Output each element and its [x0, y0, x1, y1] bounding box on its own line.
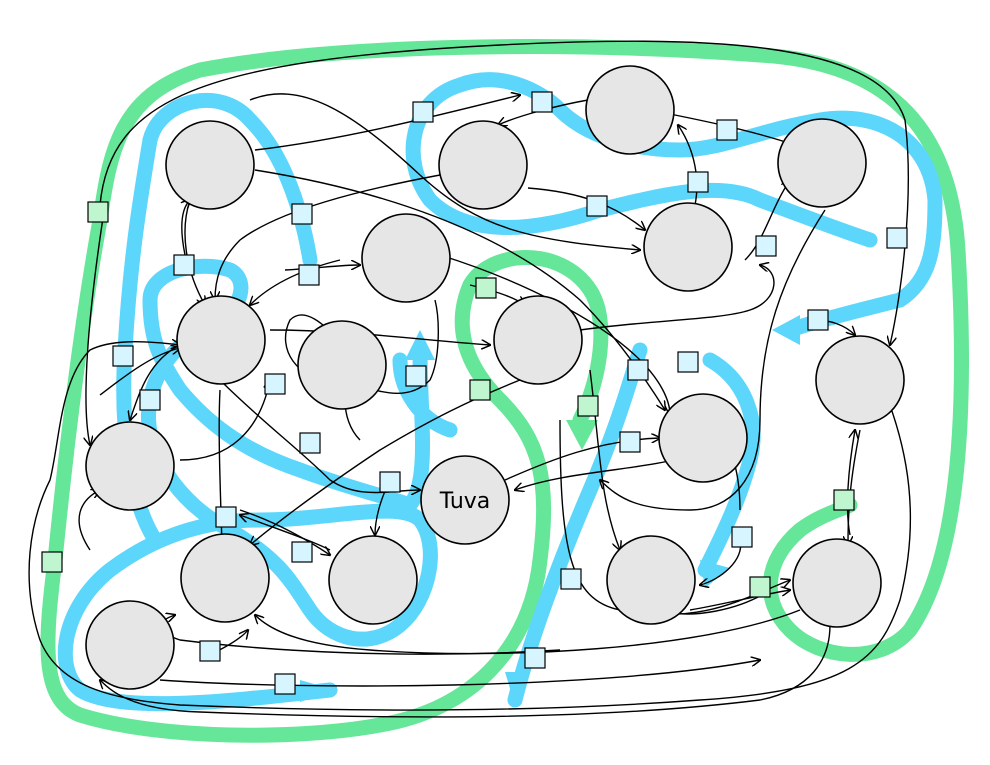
gate-blue-5[interactable] [586, 195, 608, 217]
blue-upper-route [405, 72, 943, 338]
node-13[interactable] [180, 533, 270, 623]
blue-arrowhead-up [405, 330, 435, 360]
gate-green-1[interactable] [87, 201, 109, 223]
green-route-layer [40, 39, 969, 743]
gate-green-4[interactable] [577, 395, 599, 417]
gate-blue-10[interactable] [298, 264, 320, 286]
gate-blue-3[interactable] [716, 119, 738, 141]
gate-blue-1[interactable] [412, 101, 434, 123]
green-outer-route [40, 39, 969, 743]
green-arrowhead-down [566, 420, 598, 450]
gate-green-5[interactable] [833, 489, 855, 511]
node-9[interactable] [493, 295, 583, 385]
node-6[interactable] [361, 213, 451, 303]
gate-blue-4[interactable] [687, 171, 709, 193]
gate-green-6[interactable] [749, 576, 771, 598]
node-4[interactable] [777, 118, 867, 208]
gate-blue-22[interactable] [291, 541, 313, 563]
node-layer: Tuva [85, 65, 905, 690]
node-15[interactable] [606, 535, 696, 625]
gate-blue-9[interactable] [173, 254, 195, 276]
gate-blue-6[interactable] [755, 235, 777, 257]
gate-blue-8[interactable] [291, 203, 313, 225]
node-tuva-label: Tuva [439, 489, 491, 514]
node-12[interactable] [85, 421, 175, 511]
gate-green-3[interactable] [469, 379, 491, 401]
gate-blue-26[interactable] [524, 647, 546, 669]
node-17[interactable] [85, 600, 175, 690]
node-8[interactable] [297, 320, 387, 410]
gate-blue-18[interactable] [299, 432, 321, 454]
gate-blue-7[interactable] [886, 227, 908, 249]
node-16[interactable] [792, 538, 882, 628]
gate-green-2[interactable] [475, 277, 497, 299]
gate-blue-13[interactable] [139, 389, 161, 411]
node-5[interactable] [643, 202, 733, 292]
blue-arrowhead-down [505, 672, 530, 705]
gate-blue-2[interactable] [531, 91, 553, 113]
node-tuva[interactable] [420, 455, 510, 545]
blue-short-route [392, 352, 458, 438]
gate-green-7[interactable] [41, 551, 63, 573]
gate-blue-11[interactable] [807, 309, 829, 331]
gate-blue-23[interactable] [731, 526, 753, 548]
blue-arrowhead-left [772, 315, 800, 345]
gate-blue-17[interactable] [677, 351, 699, 373]
node-14[interactable] [328, 535, 418, 625]
gate-blue-27[interactable] [274, 673, 296, 695]
node-2[interactable] [438, 120, 528, 210]
node-10[interactable] [815, 335, 905, 425]
gate-blue-25[interactable] [199, 640, 221, 662]
gate-layer [41, 91, 908, 695]
node-3[interactable] [585, 65, 675, 155]
node-7[interactable] [176, 295, 266, 385]
gate-blue-16[interactable] [627, 359, 649, 381]
blue-mid-route [507, 342, 648, 708]
gate-blue-12[interactable] [112, 345, 134, 367]
gate-blue-20[interactable] [379, 471, 401, 493]
node-1[interactable] [165, 120, 255, 210]
gate-blue-19[interactable] [619, 431, 641, 453]
gate-blue-21[interactable] [215, 506, 237, 528]
green-inner-route [372, 250, 609, 733]
gate-blue-14[interactable] [264, 373, 286, 395]
node-11[interactable] [658, 393, 748, 483]
blue-right-route [697, 352, 761, 578]
gate-blue-15[interactable] [405, 365, 427, 387]
gate-blue-24[interactable] [560, 568, 582, 590]
